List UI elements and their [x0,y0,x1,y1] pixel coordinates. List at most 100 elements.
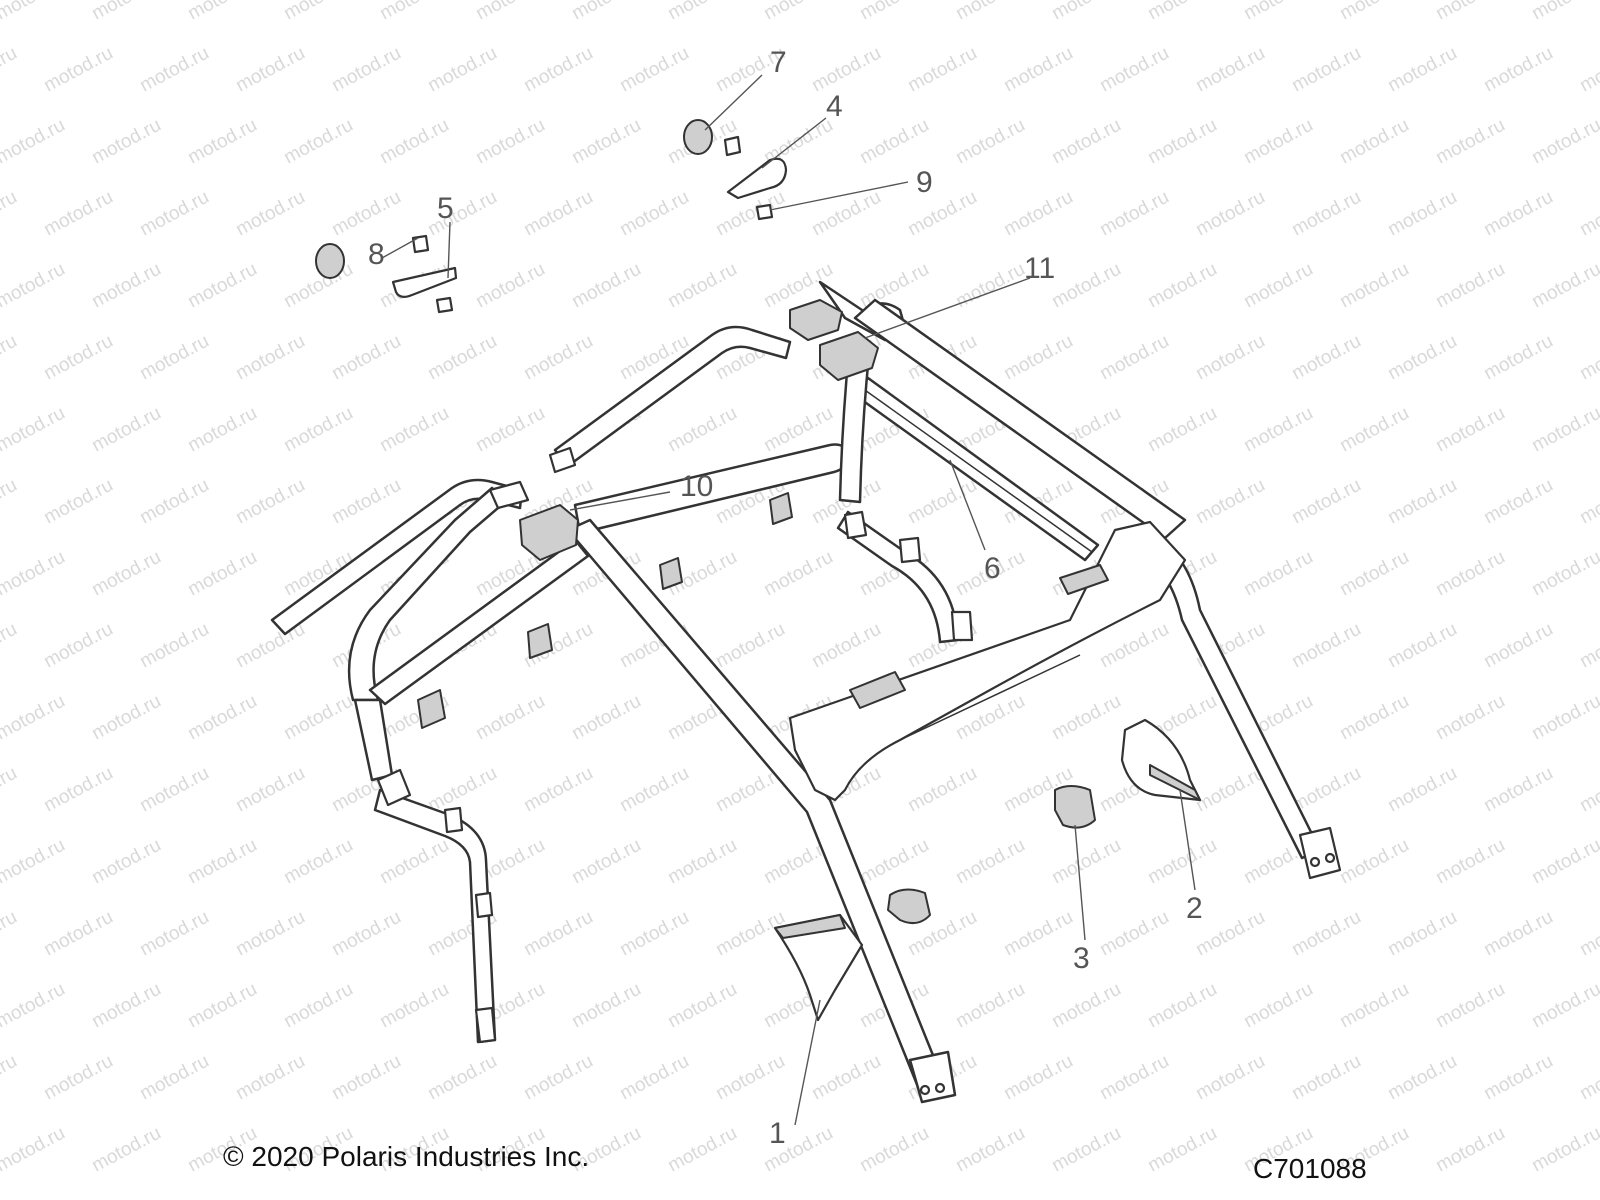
watermark-text: motod.ru [1384,907,1460,961]
callout-11: 11 [1024,252,1055,285]
watermark-text: motod.ru [0,835,69,889]
watermark-text: motod.ru [184,691,260,745]
watermark-text: motod.ru [1288,1051,1364,1105]
watermark-text: motod.ru [136,43,212,97]
watermark-text: motod.ru [712,1051,788,1105]
watermark-text: motod.ru [40,475,116,529]
watermark-text: motod.ru [280,691,356,745]
watermark-text: motod.ru [88,979,164,1033]
watermark-text: motod.ru [904,763,980,817]
watermark-text: motod.ru [1336,979,1412,1033]
watermark-text: motod.ru [1288,187,1364,241]
watermark-text: motod.ru [1096,1051,1172,1105]
rear-roof-crossbar [853,298,1342,880]
watermark-text: motod.ru [1576,331,1600,385]
watermark-text: motod.ru [280,403,356,457]
watermark-text: motod.ru [1144,1123,1220,1177]
watermark-text: motod.ru [328,187,404,241]
watermark-text: motod.ru [568,835,644,889]
rear-cross-panel [788,520,1187,802]
watermark-text: motod.ru [1144,403,1220,457]
roll-cage-assembly [270,280,1342,1104]
watermark-text: motod.ru [1432,835,1508,889]
watermark-text: motod.ru [376,115,452,169]
watermark-text: motod.ru [616,1051,692,1105]
watermark-text: motod.ru [328,1051,404,1105]
watermark-text: motod.ru [616,43,692,97]
watermark-text: motod.ru [0,187,21,241]
watermark-text: motod.ru [88,1123,164,1177]
right-rear-pillar-tube [836,338,974,644]
watermark-text: motod.ru [1480,43,1556,97]
watermark-text: motod.ru [1240,0,1316,24]
watermark-text: motod.ru [136,907,212,961]
callout-6: 6 [984,552,1001,585]
watermark-text: motod.ru [568,979,644,1033]
watermark-text: motod.ru [136,763,212,817]
watermark-text: motod.ru [712,619,788,673]
pillar-cover-1 [773,913,864,1022]
watermark-text: motod.ru [1336,115,1412,169]
watermark-text: motod.ru [376,0,452,24]
watermark-text: motod.ru [1000,43,1076,97]
watermark-text: motod.ru [40,43,116,97]
watermark-text: motod.ru [472,403,548,457]
watermark-text: motod.ru [0,43,21,97]
watermark-text: motod.ru [1480,187,1556,241]
watermark-text: motod.ru [616,187,692,241]
watermark-text: motod.ru [856,0,932,24]
watermark-text: motod.ru [1432,403,1508,457]
watermark-text: motod.ru [184,0,260,24]
watermark-text: motod.ru [232,187,308,241]
watermark-text: motod.ru [280,835,356,889]
watermark-text: motod.ru [1144,259,1220,313]
watermark-text: motod.ru [1576,619,1600,673]
watermark-text: motod.ru [1432,115,1508,169]
watermark-text: motod.ru [664,979,740,1033]
watermark-text: motod.ru [1192,1051,1268,1105]
watermark-text: motod.ru [424,331,500,385]
watermark-text: motod.ru [1048,691,1124,745]
pillar-cover-2 [1120,718,1202,802]
watermark-text: motod.ru [808,619,884,673]
watermark-text: motod.ru [0,403,69,457]
watermark-text: motod.ru [1528,403,1600,457]
watermark-text: motod.ru [1384,1051,1460,1105]
watermark-text: motod.ru [88,835,164,889]
watermark-text: motod.ru [40,763,116,817]
watermark-text: motod.ru [856,1123,932,1177]
watermark-text: motod.ru [376,403,452,457]
watermark-text: motod.ru [1480,331,1556,385]
watermark-text: motod.ru [520,43,596,97]
watermark-text: motod.ru [1480,619,1556,673]
watermark-text: motod.ru [0,331,21,385]
watermark-text: motod.ru [664,259,740,313]
watermark-text: motod.ru [1048,979,1124,1033]
watermark-text: motod.ru [232,331,308,385]
watermark-text: motod.ru [952,259,1028,313]
copyright-text: © 2020 Polaris Industries Inc. [223,1141,589,1172]
watermark-text: motod.ru [520,763,596,817]
watermark-text: motod.ru [952,1123,1028,1177]
watermark-text: motod.ru [1384,475,1460,529]
bracket-5 [391,266,458,299]
watermark-text: motod.ru [520,331,596,385]
callout-labels: 1 2 3 4 5 6 7 8 9 10 11 [368,46,1203,1150]
watermark-text: motod.ru [1240,403,1316,457]
nut-lower [435,296,454,314]
callout-10: 10 [680,470,713,503]
watermark-text: motod.ru [184,259,260,313]
callout-9: 9 [916,166,933,199]
watermark-text: motod.ru [856,259,932,313]
watermark-text: motod.ru [1336,691,1412,745]
watermark-text: motod.ru [424,187,500,241]
watermark-text: motod.ru [40,1051,116,1105]
watermark-text: motod.ru [0,547,69,601]
watermark-text: motod.ru [616,763,692,817]
watermark-text: motod.ru [472,115,548,169]
watermark-text: motod.ru [1480,763,1556,817]
watermark-text: motod.ru [232,907,308,961]
watermark-text: motod.ru [232,763,308,817]
watermark-text: motod.ru [1240,259,1316,313]
watermark-text: motod.ru [280,979,356,1033]
